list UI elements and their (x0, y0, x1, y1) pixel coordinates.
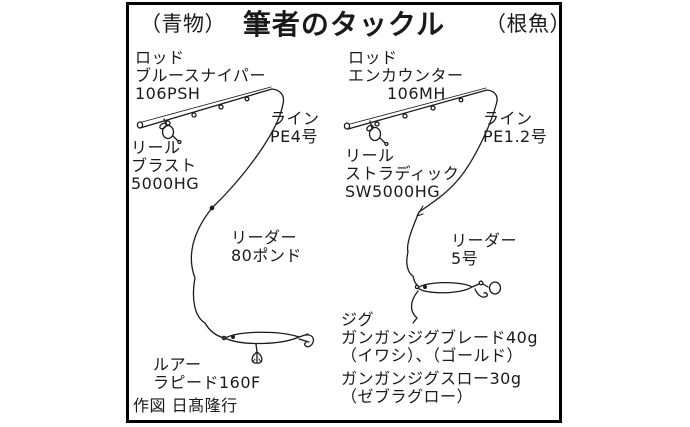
left-lure-drawing (222, 332, 313, 363)
left-rod-model: 106PSH (135, 84, 201, 103)
right-line-knot (417, 206, 423, 216)
right-jig-drawing (411, 281, 500, 323)
left-leader-value: 80ポンド (231, 246, 302, 265)
category-left: （青物） (140, 12, 226, 36)
left-rod-label-line: ロッド (135, 48, 185, 67)
left-rod-label: ロッド ブルースナイパー 106PSH (135, 49, 266, 103)
right-rod-drawing (344, 88, 487, 129)
left-leader-label: リーダー 80ポンド (231, 229, 302, 265)
right-reel-model: SW5000HG (345, 182, 441, 201)
left-line-path (191, 89, 283, 338)
right-line-label-line: ライン (483, 109, 533, 128)
right-jig-label: ジグ ガンガンジグブレード40g （イワシ）、（ゴールド） ガンガンジグスロー3… (341, 311, 538, 406)
right-reel-label-line: リール (345, 146, 395, 165)
right-reel-label: リール ストラディック SW5000HG (345, 147, 459, 201)
right-rod-label: ロッド エンカウンター 106MH (348, 49, 464, 103)
right-jig-item2-colors: （ゼブラグロー） (341, 387, 474, 406)
right-leader-label-line: リーダー (451, 231, 518, 250)
left-line-label-line: ライン (270, 109, 320, 128)
category-right: （根魚） (485, 12, 571, 36)
left-reel-model: 5000HG (131, 174, 200, 193)
right-rod-label-line: ロッド (348, 48, 398, 67)
left-line-label: ライン PE4号 (270, 110, 320, 146)
right-line-value: PE1.2号 (483, 127, 548, 146)
left-lure-label: ルアー ラピード160F (153, 356, 261, 392)
left-lure-name: ラピード160F (153, 373, 261, 392)
right-line-path (407, 90, 497, 285)
figure-title: 筆者のタックル (242, 8, 446, 41)
left-reel-label: リール ブラスト 5000HG (131, 139, 199, 193)
left-rod-name: ブルースナイパー (135, 66, 266, 85)
right-reel-name: ストラディック (345, 164, 460, 183)
right-jig-label-line: ジグ (341, 310, 375, 329)
tackle-illustration (129, 5, 559, 420)
right-jig-item2: ガンガンジグスロー30g (341, 369, 522, 388)
illustrator-credit: 作図 日髙隆行 (133, 396, 238, 415)
right-leader-value: 5号 (451, 249, 479, 268)
left-line-value: PE4号 (270, 127, 318, 146)
right-leader-label: リーダー 5号 (451, 232, 517, 268)
left-leader-label-line: リーダー (231, 228, 298, 247)
right-jig-item1: ガンガンジグブレード40g (341, 328, 539, 347)
right-rod-model: 106MH (387, 84, 446, 103)
left-reel-drawing (159, 119, 181, 144)
diagram-frame: （青物） 筆者のタックル （根魚） ロッド ブルースナイパー 106PSH リー… (126, 2, 571, 423)
right-line-label: ライン PE1.2号 (483, 110, 547, 146)
left-reel-name: ブラスト (131, 156, 197, 175)
left-line-knot (210, 206, 213, 209)
left-lure-label-line: ルアー (153, 355, 202, 374)
left-reel-label-line: リール (131, 138, 181, 157)
right-jig-item1-colors: （イワシ）、（ゴールド） (341, 346, 524, 365)
right-reel-drawing (366, 121, 388, 146)
right-rod-name: エンカウンター (348, 66, 464, 85)
